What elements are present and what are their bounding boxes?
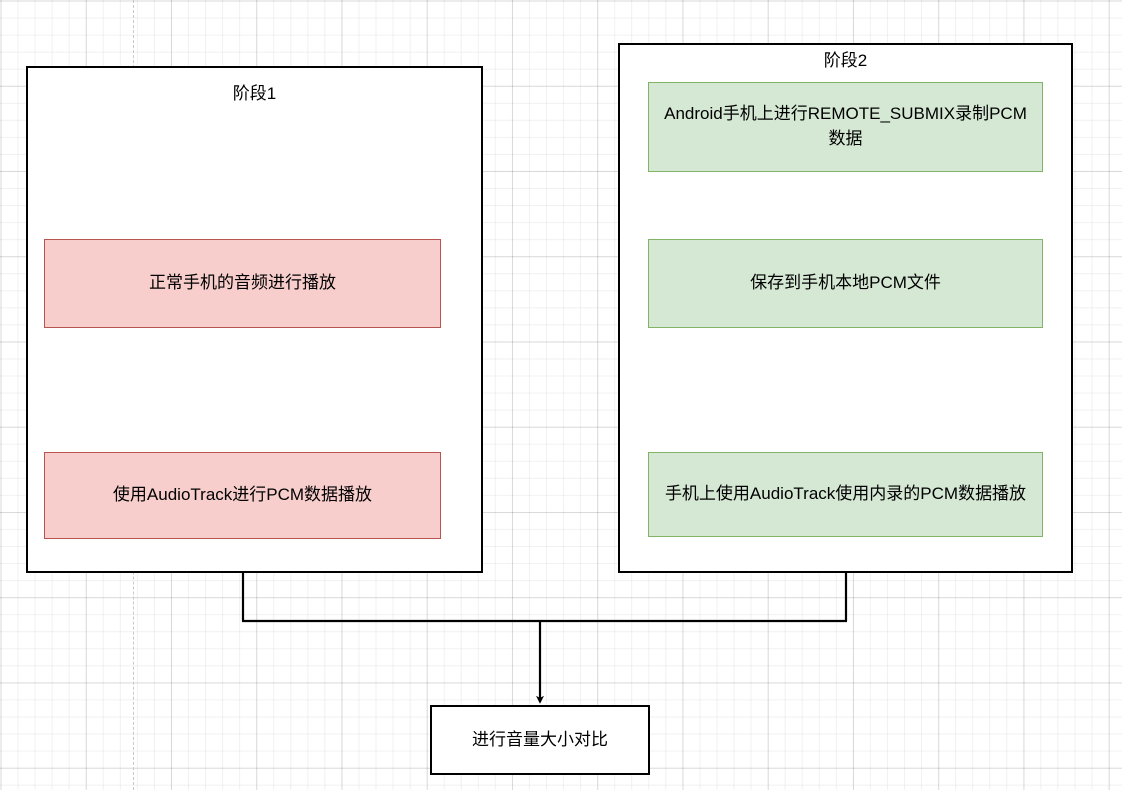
node-stage1-step2-label: 使用AudioTrack进行PCM数据播放	[112, 485, 373, 505]
node-stage2-step1-label: Android手机上进行REMOTE_SUBMIX录制PCM数据	[664, 104, 1027, 148]
node-result-label: 进行音量大小对比	[472, 729, 608, 749]
node-stage2-step3-label: 手机上使用AudioTrack使用内录的PCM数据播放	[664, 484, 1027, 504]
container-stage1-title: 阶段1	[232, 84, 277, 103]
node-stage1-step1-label: 正常手机的音频进行播放	[149, 273, 336, 293]
node-stage1-step1[interactable]: 正常手机的音频进行播放	[44, 239, 441, 328]
node-stage2-step1[interactable]: Android手机上进行REMOTE_SUBMIX录制PCM数据	[648, 82, 1043, 172]
node-stage2-step2-label: 保存到手机本地PCM文件	[750, 273, 941, 293]
node-stage2-step2[interactable]: 保存到手机本地PCM文件	[648, 239, 1043, 328]
node-stage2-step3[interactable]: 手机上使用AudioTrack使用内录的PCM数据播放	[648, 452, 1043, 537]
node-result[interactable]: 进行音量大小对比	[430, 705, 650, 775]
node-stage1-step2[interactable]: 使用AudioTrack进行PCM数据播放	[44, 452, 441, 539]
container-stage2-title: 阶段2	[823, 51, 868, 70]
